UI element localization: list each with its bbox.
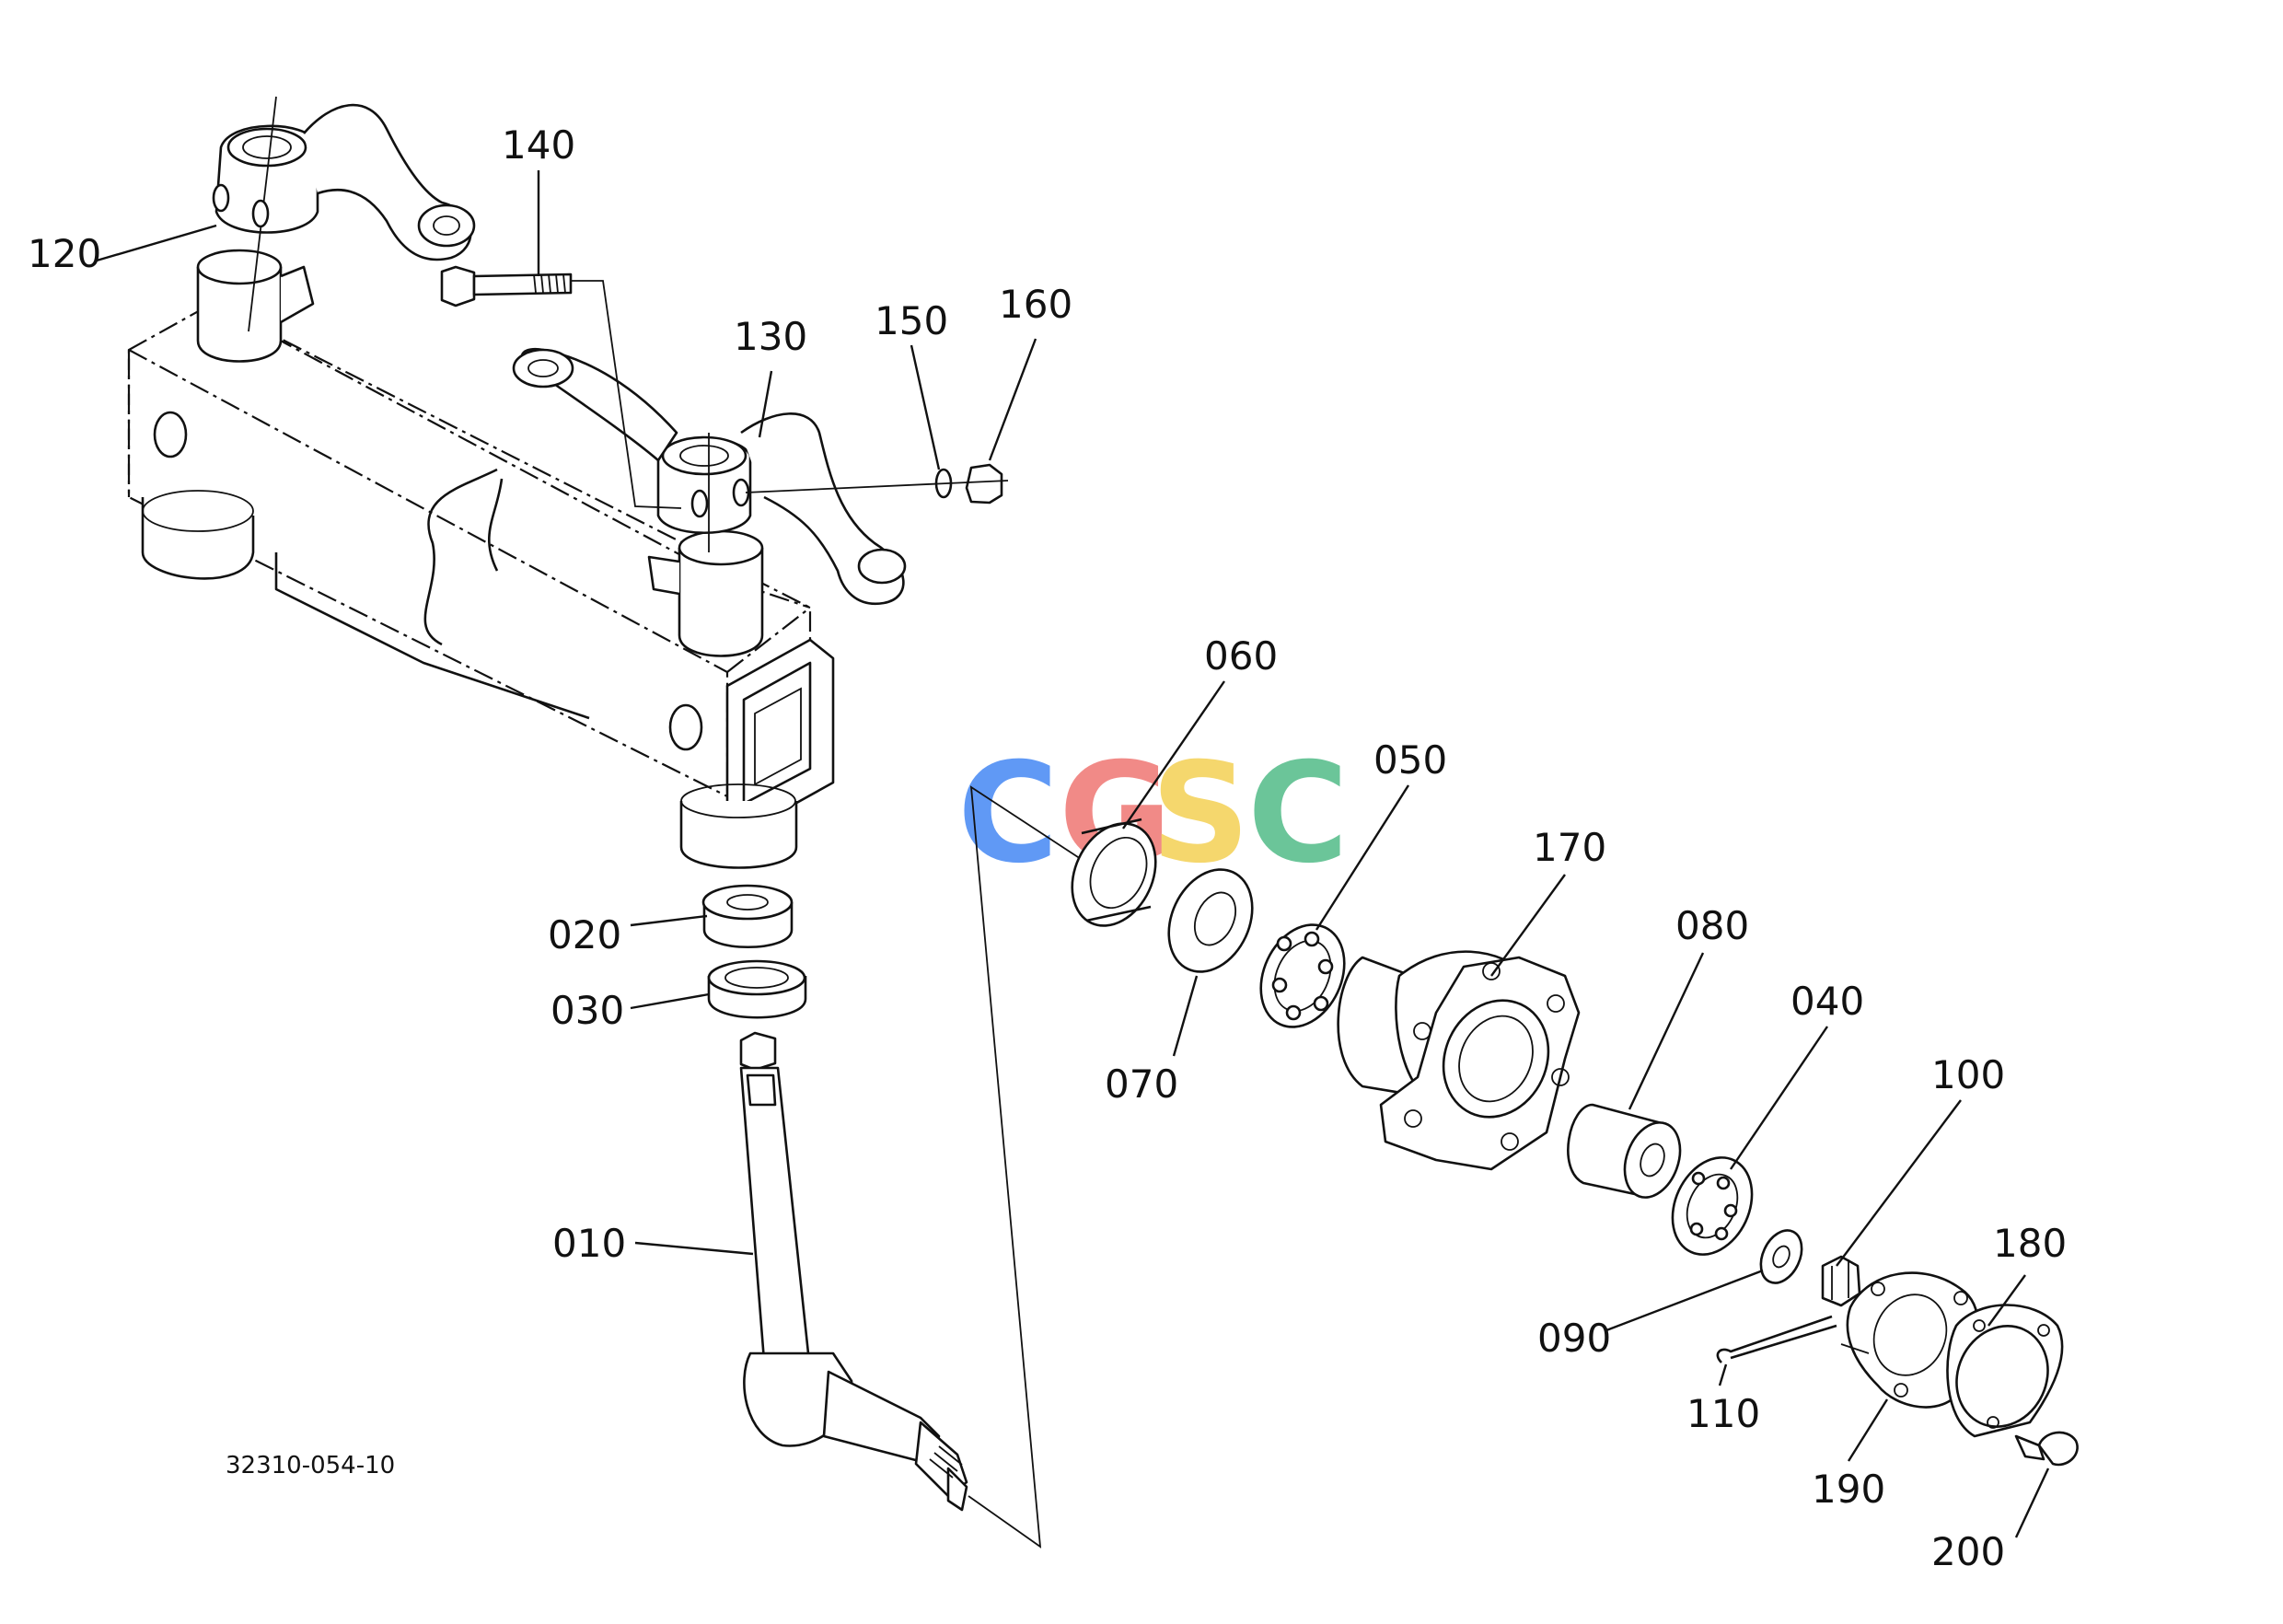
part-label-200: 200 [1931,1529,2005,1574]
part-label-160: 160 [999,282,1072,327]
part-label-150: 150 [875,298,948,343]
castle-nut-100 [1821,1255,1861,1307]
drawing-number: 32310-054-10 [226,1452,395,1479]
part-number-labels: 010 020 030 040 050 060 070 080 090 100 … [28,122,2067,1574]
knuckle-spindle-010 [739,1031,968,1512]
washer-090 [1759,1229,1803,1284]
nut-160 [745,463,1009,505]
wheel-hub-170 [1337,950,1581,1171]
watermark-letter-c2: C [1247,734,1349,894]
part-label-130: 130 [734,314,807,359]
part-label-190: 190 [1812,1467,1885,1512]
ball-bearing-040 [1671,1156,1754,1256]
left-king-pin-boss [196,249,315,363]
leader-lines [96,170,2050,1538]
knuckle-arm-130 [512,347,907,606]
part-label-020: 020 [548,912,621,957]
oil-seal-060 [1071,818,1157,927]
knuckle-arm-120 [212,96,476,332]
dust-seal-020 [701,884,794,948]
part-label-070: 070 [1105,1061,1178,1107]
part-label-050: 050 [1373,737,1447,783]
part-label-180: 180 [1993,1221,2067,1266]
ball-bearing-050 [1259,923,1346,1028]
bolt-140 [440,265,682,509]
part-label-010: 010 [552,1221,626,1266]
grease-nipple-200 [2014,1431,2079,1467]
cotter-pin-110 [1716,1315,1837,1363]
part-label-040: 040 [1790,979,1864,1024]
part-label-140: 140 [502,122,575,168]
part-label-170: 170 [1533,825,1606,870]
watermark: C G S C [957,734,1349,894]
thrust-bearing-030 [707,959,807,1019]
part-label-060: 060 [1204,633,1278,679]
hub-cap-180 [1946,1304,2064,1438]
front-axle-beam [127,302,835,830]
assembly-reference-lines [968,785,1106,1549]
watermark-letter-s: S [1151,734,1250,894]
right-lower-boss [679,783,798,869]
part-label-110: 110 [1686,1391,1760,1436]
gasket-190 [1840,1271,1980,1409]
part-label-120: 120 [28,231,101,276]
spacer-080 [1567,1103,1682,1199]
collar-070 [1167,868,1254,973]
part-label-090: 090 [1537,1316,1611,1361]
part-label-100: 100 [1931,1052,2005,1097]
part-label-080: 080 [1675,903,1749,948]
right-king-pin-boss [647,529,764,657]
part-label-030: 030 [550,988,624,1033]
watermark-letter-c1: C [957,734,1059,894]
